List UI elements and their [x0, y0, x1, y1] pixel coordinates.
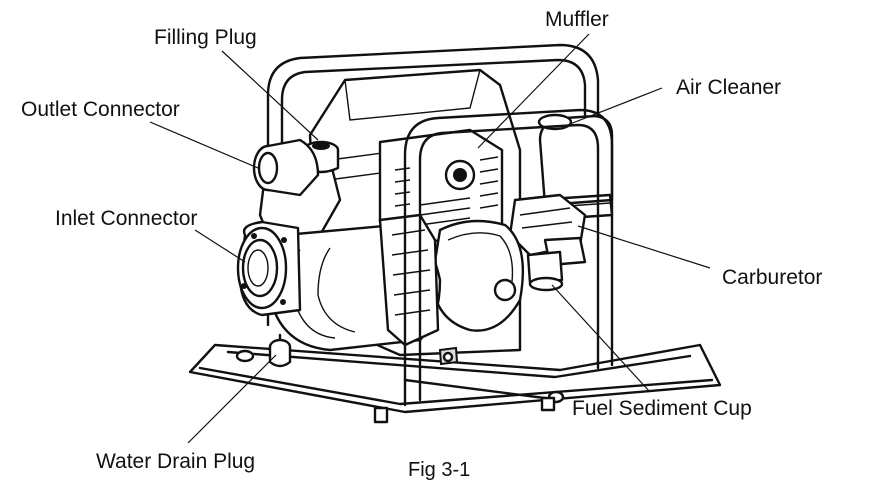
label-filling-plug: Filling Plug — [154, 26, 257, 49]
leader-muffler — [477, 33, 590, 149]
leader-inlet-connector — [194, 229, 246, 263]
figure-caption: Fig 3-1 — [408, 459, 471, 481]
inlet-connector-part — [236, 220, 302, 317]
base-frame — [188, 343, 722, 424]
leader-lines — [149, 33, 711, 444]
label-fuel-sediment-cup: Fuel Sediment Cup — [572, 397, 752, 420]
pump-housing — [266, 213, 442, 352]
label-carburetor: Carburetor — [722, 266, 823, 289]
leader-filling-plug — [221, 50, 319, 141]
fuel-sediment-cup — [526, 250, 564, 292]
rear-roll-cage — [266, 43, 600, 327]
label-inlet-connector: Inlet Connector — [55, 207, 198, 230]
label-air-cleaner: Air Cleaner — [676, 76, 782, 99]
label-muffler: Muffler — [545, 8, 609, 31]
leader-carburetor — [577, 225, 711, 269]
base-bolts — [438, 346, 459, 366]
label-water-drain-plug: Water Drain Plug — [96, 450, 256, 473]
leader-outlet-connector — [149, 121, 259, 169]
label-outlet-connector: Outlet Connector — [21, 98, 180, 121]
recoil-starter — [430, 219, 525, 332]
leader-air-cleaner — [564, 87, 663, 127]
leader-fuel-sediment-cup — [551, 284, 651, 393]
leader-water-drain-plug — [187, 354, 277, 444]
water-drain-plug — [268, 333, 292, 368]
front-roll-cage — [403, 108, 614, 407]
